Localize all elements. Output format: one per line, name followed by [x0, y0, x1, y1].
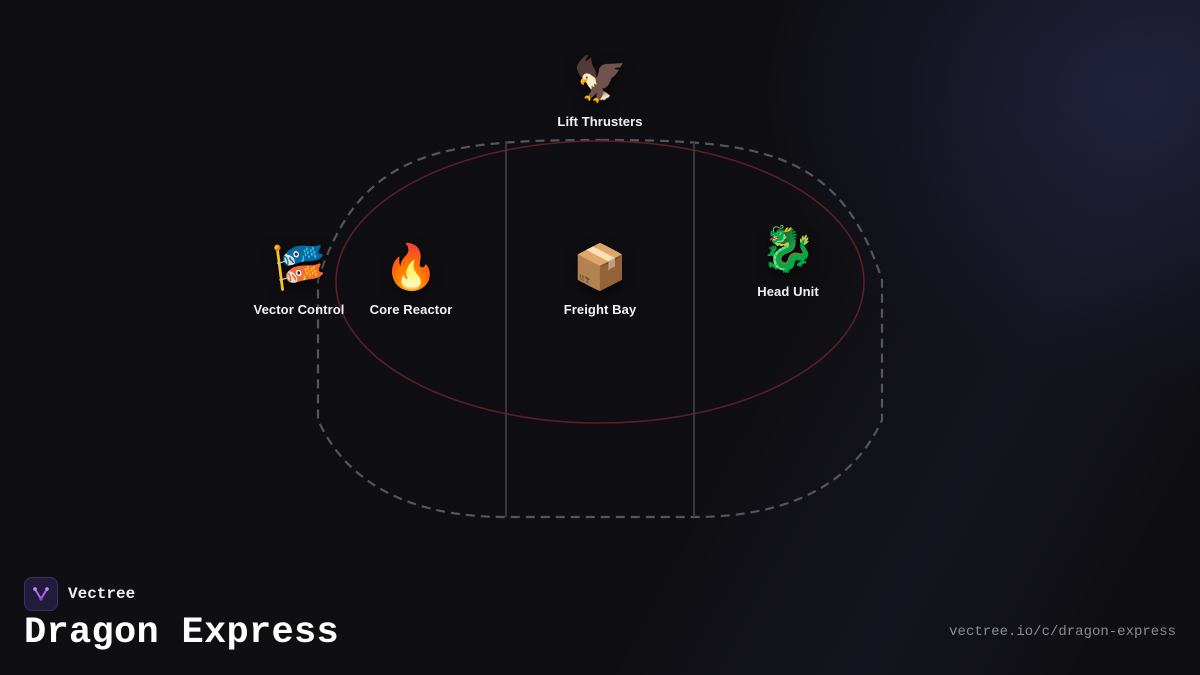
node-freight-bay[interactable]: 📦 Freight Bay: [530, 242, 670, 317]
node-label: Vector Control: [253, 302, 345, 317]
carp-streamer-icon: 🎏: [271, 242, 327, 293]
body-outline-dashed: [316, 138, 884, 519]
node-label: Head Unit: [757, 284, 819, 299]
node-label: Freight Bay: [563, 302, 637, 317]
vectree-logo-icon: [24, 577, 58, 611]
node-label: Core Reactor: [369, 302, 453, 317]
core-ring: [335, 140, 865, 424]
fire-icon: 🔥: [383, 242, 439, 293]
dragon-icon: 🐉: [760, 224, 816, 275]
brand[interactable]: Vectree: [24, 577, 135, 611]
package-icon: 📦: [572, 242, 628, 293]
node-head-unit[interactable]: 🐉 Head Unit: [718, 224, 858, 299]
page-title: Dragon Express: [24, 612, 340, 654]
node-core-reactor[interactable]: 🔥 Core Reactor: [341, 242, 481, 317]
brand-name: Vectree: [68, 585, 136, 603]
node-vector-control[interactable]: 🎏 Vector Control: [229, 242, 369, 317]
eagle-icon: 🦅: [572, 54, 628, 105]
share-url[interactable]: vectree.io/c/dragon-express: [949, 624, 1176, 640]
node-label: Lift Thrusters: [557, 114, 643, 129]
node-lift-thrusters[interactable]: 🦅 Lift Thrusters: [530, 54, 670, 129]
